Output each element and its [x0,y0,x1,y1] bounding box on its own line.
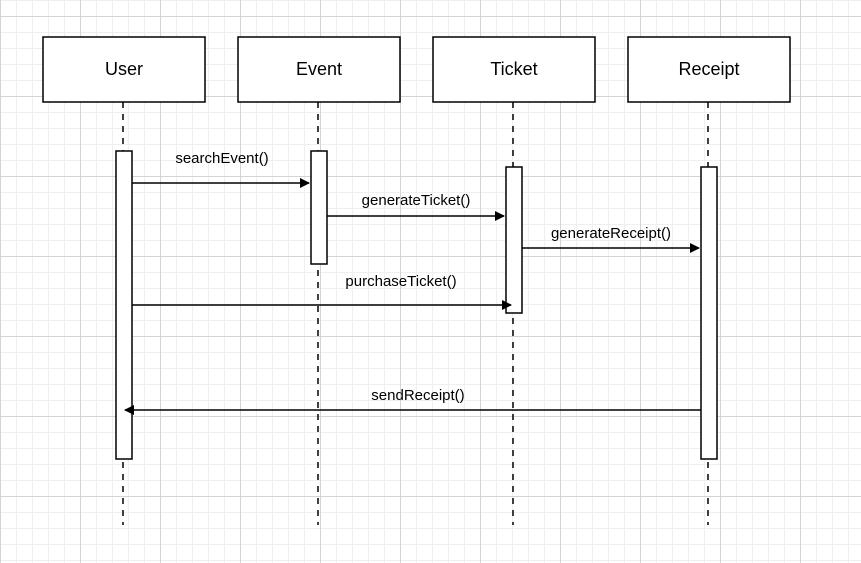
message-purchase-ticket-label: purchaseTicket() [345,273,456,290]
message-send-receipt-label: sendReceipt() [371,387,464,404]
actor-receipt: Receipt [627,36,791,103]
message-purchase-ticket: purchaseTicket() [132,273,512,310]
activation-ticket [505,166,523,314]
actor-ticket-label: Ticket [490,59,537,79]
activation-receipt [700,166,718,460]
actor-user: User [42,36,206,103]
actor-ticket: Ticket [432,36,596,103]
actor-event-label: Event [296,59,342,79]
message-send-receipt: sendReceipt() [124,387,701,415]
actor-user-label: User [105,59,143,79]
actor-receipt-label: Receipt [678,59,739,79]
message-generate-ticket-label: generateTicket() [362,192,471,209]
message-generate-receipt-label: generateReceipt() [551,225,671,242]
message-generate-receipt: generateReceipt() [522,225,700,253]
activation-user [115,150,133,460]
actor-event: Event [237,36,401,103]
message-search-event: searchEvent() [132,150,310,188]
message-generate-ticket: generateTicket() [327,192,505,221]
message-search-event-label: searchEvent() [175,150,268,167]
activation-event [310,150,328,265]
